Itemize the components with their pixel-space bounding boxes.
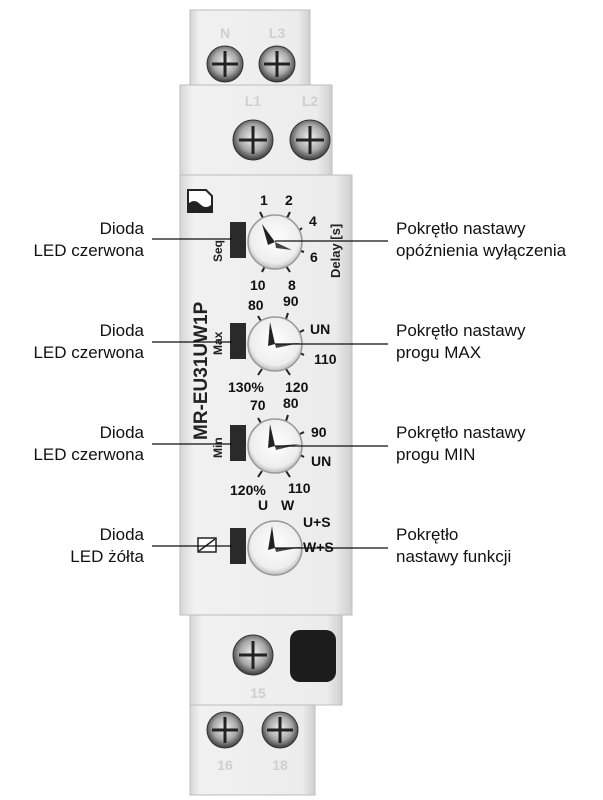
delay-unit-label: Delay [s] [328, 224, 343, 278]
callout-line: Pokrętło nastawy [396, 321, 526, 340]
callout-line: Dioda [99, 321, 144, 340]
manual-icon [187, 189, 213, 213]
terminal-label-15: 15 [250, 685, 266, 701]
screw-terminal-16[interactable] [206, 711, 244, 749]
callout-line: nastawy funkcji [396, 547, 512, 566]
terminal-label-16: 16 [217, 757, 233, 773]
callout-min-knob: Pokrętło nastawy progu MIN [396, 422, 525, 466]
callout-line: LED czerwona [33, 241, 144, 260]
callout-line: Dioda [99, 525, 144, 544]
relay-icon [197, 537, 217, 553]
callout-line: progu MIN [396, 445, 476, 464]
min-tick-90: 90 [311, 424, 327, 440]
callout-delay-knob: Pokrętło nastawy opóźnienia wyłączenia [396, 218, 566, 262]
terminal-label-18: 18 [272, 757, 288, 773]
func-tick-ws: W+S [303, 539, 334, 555]
led-relay [230, 528, 246, 564]
callout-line: Pokrętło nastawy [396, 219, 526, 238]
max-tick-80: 80 [248, 297, 264, 313]
screw-terminal-l2[interactable] [289, 119, 331, 161]
min-tick-70: 70 [250, 397, 266, 413]
callout-led-max: Dioda LED czerwona [33, 320, 144, 364]
delay-tick-2: 2 [285, 192, 293, 208]
led-seq [230, 222, 246, 258]
callout-line: Pokrętło nastawy [396, 423, 526, 442]
callout-line: LED żółta [70, 547, 144, 566]
side-label-seq: Seq [211, 240, 225, 262]
max-tick-120: 120 [285, 379, 309, 395]
max-tick-130: 130% [228, 379, 264, 395]
callout-line: Pokrętło [396, 525, 459, 544]
screw-terminal-l1[interactable] [232, 119, 274, 161]
min-tick-110: 110 [288, 480, 311, 496]
delay-tick-10: 10 [250, 277, 266, 293]
leader-lines-left [152, 238, 232, 547]
terminal-label-l1: L1 [245, 93, 262, 109]
model-label: MR-EU31UW1P [191, 301, 212, 440]
terminal-label-l3: L3 [269, 25, 286, 41]
callout-line: LED czerwona [33, 445, 144, 464]
led-max [230, 323, 246, 359]
callout-led-seq: Dioda LED czerwona [33, 218, 144, 262]
min-tick-120: 120% [230, 482, 266, 498]
delay-tick-6: 6 [310, 249, 318, 265]
min-tick-un: UN [311, 453, 331, 469]
terminal-label-l2: L2 [302, 93, 319, 109]
screw-terminal-n[interactable] [206, 45, 244, 83]
delay-tick-4: 4 [309, 213, 317, 229]
callout-line: LED czerwona [33, 343, 144, 362]
callout-line: Dioda [99, 219, 144, 238]
side-label-max: Max [211, 331, 225, 355]
delay-tick-1: 1 [260, 192, 268, 208]
max-tick-90: 90 [283, 293, 299, 309]
screw-terminal-18[interactable] [261, 711, 299, 749]
func-tick-u: U [258, 497, 268, 513]
screw-terminal-15[interactable] [232, 634, 274, 676]
max-tick-un: UN [310, 321, 330, 337]
callout-led-relay: Dioda LED żółta [70, 524, 144, 568]
max-tick-110: 110 [314, 351, 337, 367]
min-tick-80: 80 [283, 395, 299, 411]
callout-line: progu MAX [396, 343, 482, 362]
callout-led-min: Dioda LED czerwona [33, 422, 144, 466]
leader-lines-right [275, 240, 388, 549]
callout-line: opóźnienia wyłączenia [396, 241, 567, 260]
callout-function-knob: Pokrętło nastawy funkcji [396, 524, 511, 568]
housing-bottom-block [189, 704, 316, 796]
delay-tick-8: 8 [288, 277, 296, 293]
terminal-hole [290, 630, 336, 682]
delay-knob[interactable] [247, 214, 303, 270]
terminal-label-n: N [220, 25, 230, 41]
func-tick-us: U+S [303, 514, 331, 530]
screw-terminal-l3[interactable] [258, 45, 296, 83]
side-label-min: Min [211, 437, 225, 458]
func-tick-w: W [281, 497, 295, 513]
callout-line: Dioda [99, 423, 144, 442]
led-min [230, 425, 246, 461]
callout-max-knob: Pokrętło nastawy progu MAX [396, 320, 525, 364]
